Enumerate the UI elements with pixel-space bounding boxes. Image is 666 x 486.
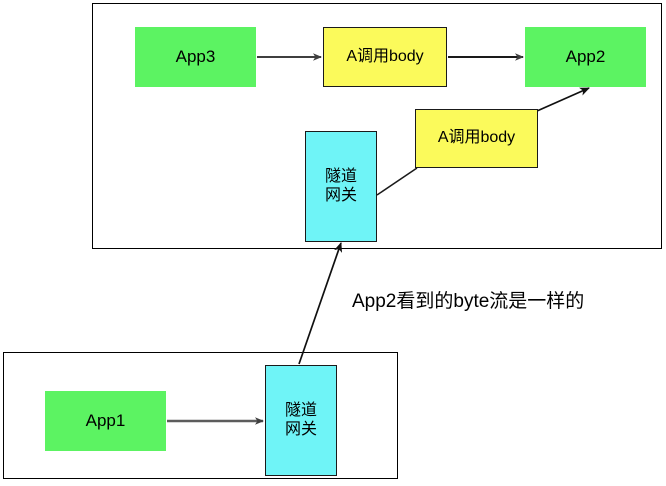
node-app3[interactable]: App3 xyxy=(135,27,256,87)
edge-gatewaybottom-to-gatewaytop xyxy=(298,242,343,365)
node-app1[interactable]: App1 xyxy=(45,391,166,451)
node-call-body-mid[interactable]: A调用body xyxy=(415,109,538,168)
node-gateway-top[interactable]: 隧道 网关 xyxy=(305,131,377,242)
node-gateway-bottom[interactable]: 隧道 网关 xyxy=(265,365,337,476)
diagram-caption: App2看到的byte流是一样的 xyxy=(352,291,585,312)
node-call-body-top[interactable]: A调用body xyxy=(323,27,447,87)
node-app2[interactable]: App2 xyxy=(525,27,646,87)
